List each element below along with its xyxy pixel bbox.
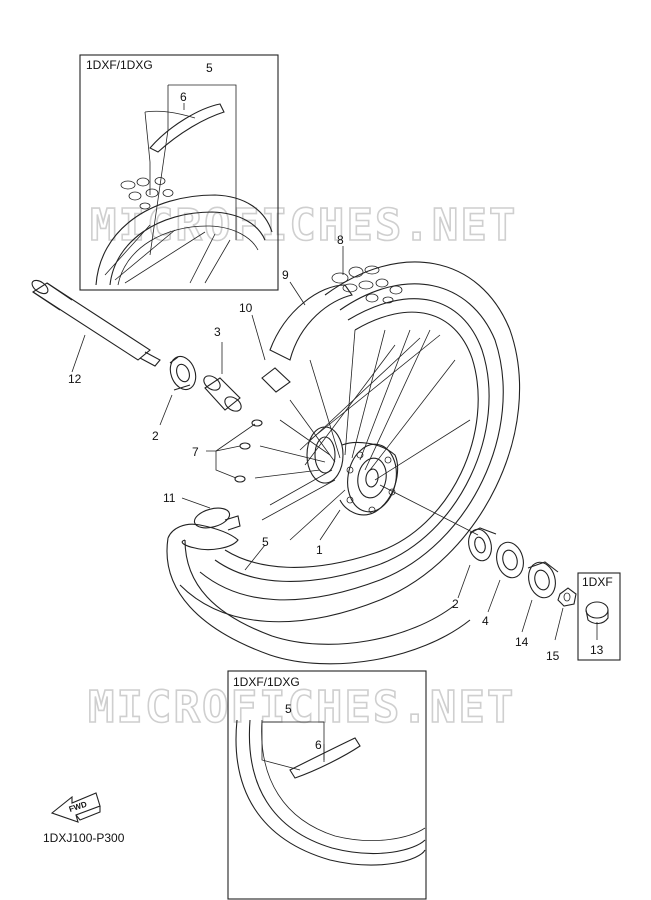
watermark-top: MICROFICHES.NET [90, 200, 517, 251]
fwd-arrow: FWD [50, 792, 101, 823]
spokes-7 [206, 419, 263, 483]
inset-bottom-frame [227, 670, 427, 900]
nut-15 [554, 587, 577, 641]
callout-12: 12 [68, 372, 82, 386]
valve-11 [181, 497, 241, 531]
seal-4 [487, 541, 524, 613]
callout-8: 8 [337, 233, 344, 247]
inset-top-frame [79, 54, 279, 291]
collar-14 [521, 561, 559, 633]
callout-2-right: 2 [452, 597, 459, 611]
axle [31, 279, 161, 373]
callout-1: 1 [316, 543, 323, 557]
inset-top-spokes [104, 224, 231, 284]
wheel-spokes [254, 329, 471, 541]
inner-tube [166, 523, 471, 665]
valve-cap [261, 367, 291, 393]
hub [306, 426, 399, 541]
callout-5: 5 [262, 535, 269, 549]
callout-10: 10 [239, 301, 253, 315]
diagram-code: 1DXJ100-P300 [43, 831, 125, 845]
inset-bottom-title: 1DXF/1DXG [233, 675, 300, 689]
inset-top-rim-band [149, 103, 225, 153]
inset-top: 1DXF/1DXG 5 6 [79, 54, 279, 291]
callout-15: 15 [546, 649, 560, 663]
inset-small: 1DXF 13 [577, 572, 621, 661]
inset-small-title: 1DXF [582, 575, 613, 589]
spacer-3 [203, 342, 242, 412]
tire-outer [179, 261, 520, 623]
callout-4: 4 [482, 614, 489, 628]
callout-3: 3 [214, 325, 221, 339]
callout-14: 14 [515, 635, 529, 649]
inset-small-label-13: 13 [590, 643, 604, 657]
bearing-right [457, 527, 497, 599]
inset-small-frame [577, 572, 621, 661]
tube-band [269, 284, 353, 361]
callout-11: 11 [163, 491, 176, 505]
inset-top-title: 1DXF/1DXG [86, 58, 153, 72]
callout-7: 7 [192, 445, 199, 459]
wheel-assembly [179, 261, 520, 623]
inset-bottom: 1DXF/1DXG 5 6 [227, 670, 427, 900]
watermark-bottom: MICROFICHES.NET [88, 682, 515, 733]
inset-top-tread [120, 177, 174, 210]
inset-top-label-6: 6 [180, 90, 187, 104]
inset-top-label-5: 5 [206, 61, 213, 75]
bearing-left [159, 355, 197, 426]
inset-bottom-label-6: 6 [315, 738, 322, 752]
front-tire-tread [331, 265, 403, 304]
callout-2-left: 2 [152, 429, 159, 443]
inset-top-tire [95, 194, 273, 286]
callout-9: 9 [282, 268, 289, 282]
inset-bottom-label-5: 5 [285, 702, 292, 716]
